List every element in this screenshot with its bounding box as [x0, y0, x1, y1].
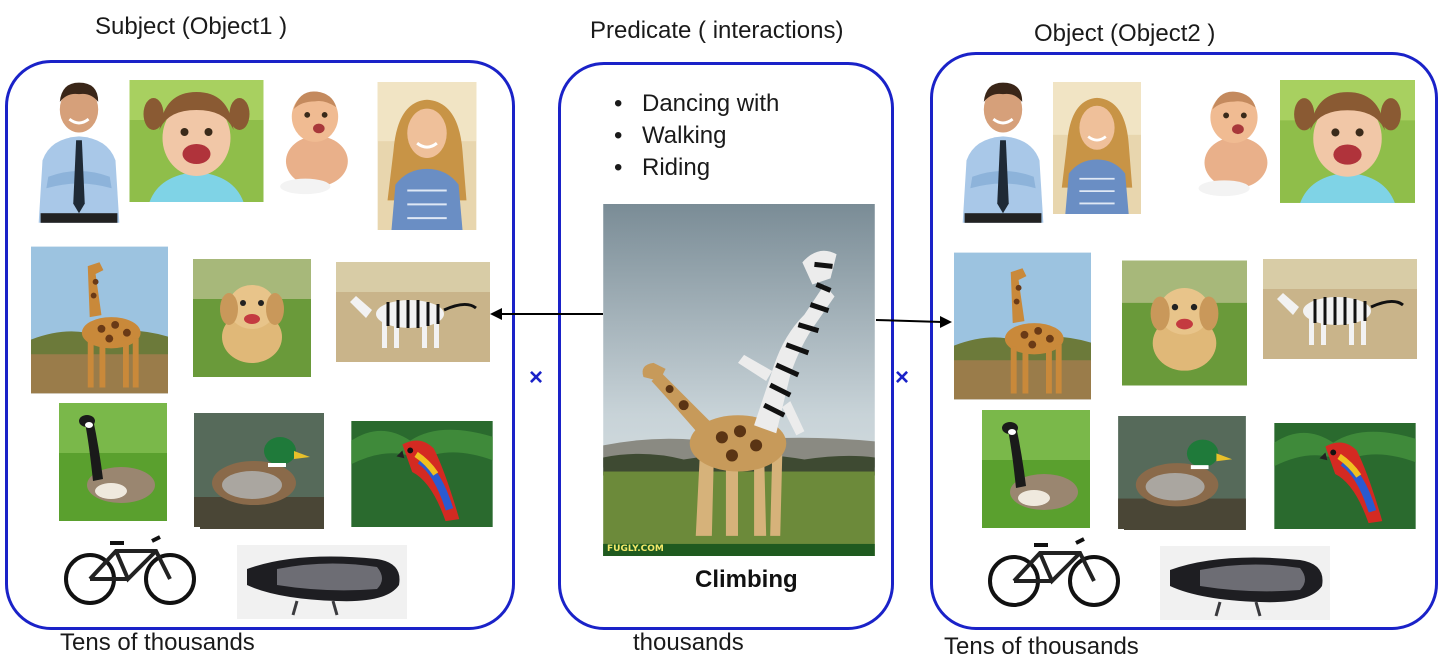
zebra-photo [1263, 259, 1417, 359]
zebra-photo [336, 262, 490, 362]
puppy-photo [1122, 260, 1247, 386]
parrot-photo [350, 421, 494, 527]
puppy-photo [193, 258, 311, 378]
subject-title: Subject (Object1 ) [95, 13, 288, 40]
climbing-photo: FUGLY.COM [603, 204, 875, 556]
object-count-label: Tens of thousands [944, 633, 1139, 660]
predicate-item: Dancing with [604, 88, 779, 120]
object-title: Object (Object2 ) [1034, 20, 1216, 47]
multiply-sign-right: × [895, 364, 910, 391]
woman-photo [1053, 66, 1141, 230]
predicate-count-label: thousands [633, 629, 744, 656]
watermark: FUGLY.COM [607, 544, 664, 554]
man-photo [955, 63, 1051, 229]
goose-photo [59, 403, 167, 521]
vr-headset-photo [236, 545, 408, 619]
baby-photo [266, 82, 362, 198]
subject-count-label: Tens of thousands [60, 629, 255, 656]
bicycle-photo [984, 529, 1124, 615]
duck-photo [194, 413, 324, 529]
woman-photo [376, 82, 478, 230]
predicate-list: Dancing with Walking Riding [604, 88, 779, 184]
girl-photo [129, 80, 264, 202]
man-photo [31, 63, 127, 229]
predicate-item: Walking [604, 120, 779, 152]
duck-photo [1117, 416, 1247, 530]
multiply-sign-left: × [529, 364, 544, 391]
giraffe-photo [31, 245, 168, 395]
giraffe-photo [954, 251, 1091, 401]
predicate-item: Riding [604, 152, 779, 184]
bicycle-photo [60, 527, 200, 613]
predicate-title: Predicate ( interactions) [590, 17, 844, 44]
predicate-caption: Climbing [695, 566, 798, 593]
goose-photo [982, 410, 1090, 528]
girl-photo [1280, 80, 1415, 203]
parrot-photo [1273, 423, 1417, 529]
baby-photo [1188, 82, 1278, 200]
vr-headset-photo [1159, 546, 1331, 620]
